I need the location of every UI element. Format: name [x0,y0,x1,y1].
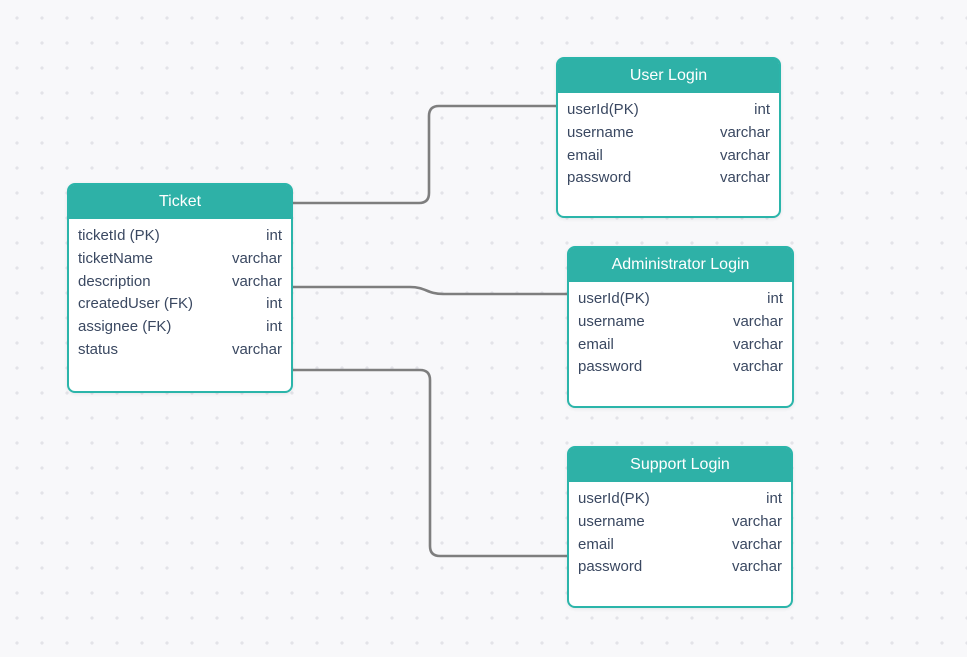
field-name: description [78,272,151,290]
field-row: username varchar [567,122,770,145]
field-type: int [266,318,282,336]
field-name: email [578,335,614,353]
field-row: password varchar [578,556,782,579]
field-type: varchar [231,340,282,358]
connector-ticket-support-login[interactable] [293,368,567,558]
field-row: description varchar [78,271,282,294]
entity-ticket[interactable]: Ticket ticketId (PK) int ticketName varc… [67,183,293,393]
field-row: userId(PK) int [578,488,782,511]
field-row: ticketName varchar [78,248,282,271]
field-type: varchar [731,512,782,530]
field-type: varchar [732,358,783,376]
field-name: username [578,312,645,330]
field-type: varchar [719,146,770,164]
entity-support-login-title[interactable]: Support Login [569,448,791,482]
field-name: userId(PK) [578,490,650,507]
field-row: email varchar [578,334,783,357]
field-type: varchar [719,123,770,141]
field-type: varchar [732,312,783,330]
field-type: int [767,290,783,307]
entity-user-login[interactable]: User Login userId(PK) int username varch… [556,57,781,218]
entity-user-login-title[interactable]: User Login [558,59,779,93]
field-type: int [754,101,770,118]
field-type: varchar [731,558,782,576]
field-name: email [578,535,614,553]
field-name: userId(PK) [567,101,639,118]
field-row: status varchar [78,339,282,362]
field-row: userId(PK) int [567,99,770,122]
field-row: email varchar [567,145,770,168]
field-name: password [578,358,643,376]
field-name: assignee (FK) [78,318,172,336]
field-type: int [266,295,282,313]
entity-ticket-title[interactable]: Ticket [69,185,291,219]
field-name: username [567,123,634,141]
field-row: userId(PK) int [578,288,783,311]
connector-ticket-administrator-login[interactable] [293,285,567,296]
field-name: status [78,340,119,358]
field-row: email varchar [578,534,782,557]
field-name: ticketId (PK) [78,227,160,244]
field-row: username varchar [578,511,782,534]
entity-user-login-fields: userId(PK) int username varchar email va… [558,93,779,190]
field-row: assignee (FK) int [78,316,282,339]
field-type: varchar [732,335,783,353]
field-name: createdUser (FK) [78,295,194,313]
field-row: username varchar [578,311,783,334]
field-row: ticketId (PK) int [78,225,282,248]
field-name: password [578,558,643,576]
field-type: varchar [231,272,282,290]
entity-support-login-fields: userId(PK) int username varchar email va… [569,482,791,579]
field-row: password varchar [567,167,770,190]
field-name: email [567,146,603,164]
entity-administrator-login-title[interactable]: Administrator Login [569,248,792,282]
entity-administrator-login-fields: userId(PK) int username varchar email va… [569,282,792,379]
connector-ticket-user-login[interactable] [293,104,556,205]
entity-support-login[interactable]: Support Login userId(PK) int username va… [567,446,793,608]
field-type: int [266,227,282,244]
field-name: ticketName [78,249,154,267]
entity-ticket-fields: ticketId (PK) int ticketName varchar des… [69,219,291,362]
field-type: varchar [231,249,282,267]
field-row: createdUser (FK) int [78,293,282,316]
field-name: username [578,512,645,530]
field-row: password varchar [578,356,783,379]
field-name: password [567,169,632,187]
field-name: userId(PK) [578,290,650,307]
entity-administrator-login[interactable]: Administrator Login userId(PK) int usern… [567,246,794,408]
field-type: varchar [719,169,770,187]
field-type: varchar [731,535,782,553]
field-type: int [766,490,782,507]
